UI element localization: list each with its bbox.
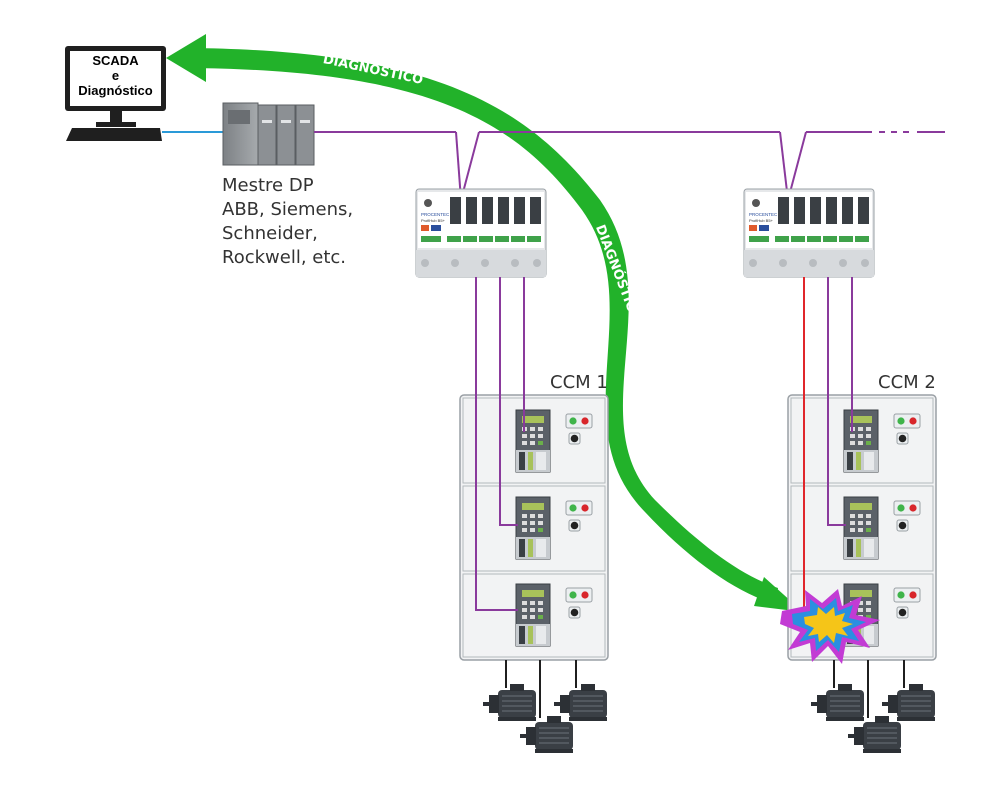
ccm2-motor-2 bbox=[847, 715, 902, 754]
diagnostic-arrow-head-left bbox=[166, 34, 206, 82]
profihub-1: PROCENTEC ProfiHub B5+ bbox=[415, 188, 547, 278]
ccm1-motor-cables bbox=[505, 660, 577, 718]
plc-master bbox=[222, 102, 315, 166]
ccm1-label: CCM 1 bbox=[550, 372, 608, 393]
ccm2-motor-3 bbox=[881, 683, 936, 722]
hub-brand-2: PROCENTEC bbox=[749, 212, 778, 217]
master-label-line-1: Mestre DP bbox=[222, 175, 314, 196]
ccm1-panel bbox=[459, 394, 609, 661]
ccm1-motor-1 bbox=[482, 683, 537, 722]
fault-burst-icon bbox=[780, 589, 880, 664]
hub-model-2: ProfiHub B5+ bbox=[749, 218, 774, 223]
scada-line-3: Diagnóstico bbox=[78, 83, 153, 98]
scada-computer bbox=[65, 46, 166, 141]
diagnostic-label-bottom: DIAGNÓSTICO bbox=[692, 454, 747, 554]
hub-brand-1: PROCENTEC bbox=[421, 212, 450, 217]
master-dp-label: Mestre DP ABB, Siemens, Schneider, Rockw… bbox=[222, 174, 353, 270]
ccm2-label: CCM 2 bbox=[878, 372, 936, 393]
scada-line-1: SCADA bbox=[92, 53, 139, 68]
ccm1-motor-2 bbox=[519, 715, 574, 754]
profihub-2: PROCENTEC ProfiHub B5+ bbox=[743, 188, 875, 278]
ccm2-motor-cables bbox=[833, 660, 905, 718]
master-label-line-4: Rockwell, etc. bbox=[222, 247, 347, 268]
ccm1-motor-3 bbox=[553, 683, 608, 722]
hub-model-1: ProfiHub B5+ bbox=[421, 218, 446, 223]
master-label-line-2: ABB, Siemens, bbox=[222, 199, 354, 220]
diagnostic-arrow-body bbox=[188, 48, 778, 604]
scada-keyboard bbox=[66, 128, 162, 141]
scada-screen-text: SCADA e Diagnóstico bbox=[69, 53, 162, 98]
ccm1-spur-cables bbox=[475, 277, 525, 611]
scada-line-2: e bbox=[111, 68, 120, 83]
ccm2-motor-1 bbox=[810, 683, 865, 722]
master-label-line-3: Schneider, bbox=[222, 223, 318, 244]
